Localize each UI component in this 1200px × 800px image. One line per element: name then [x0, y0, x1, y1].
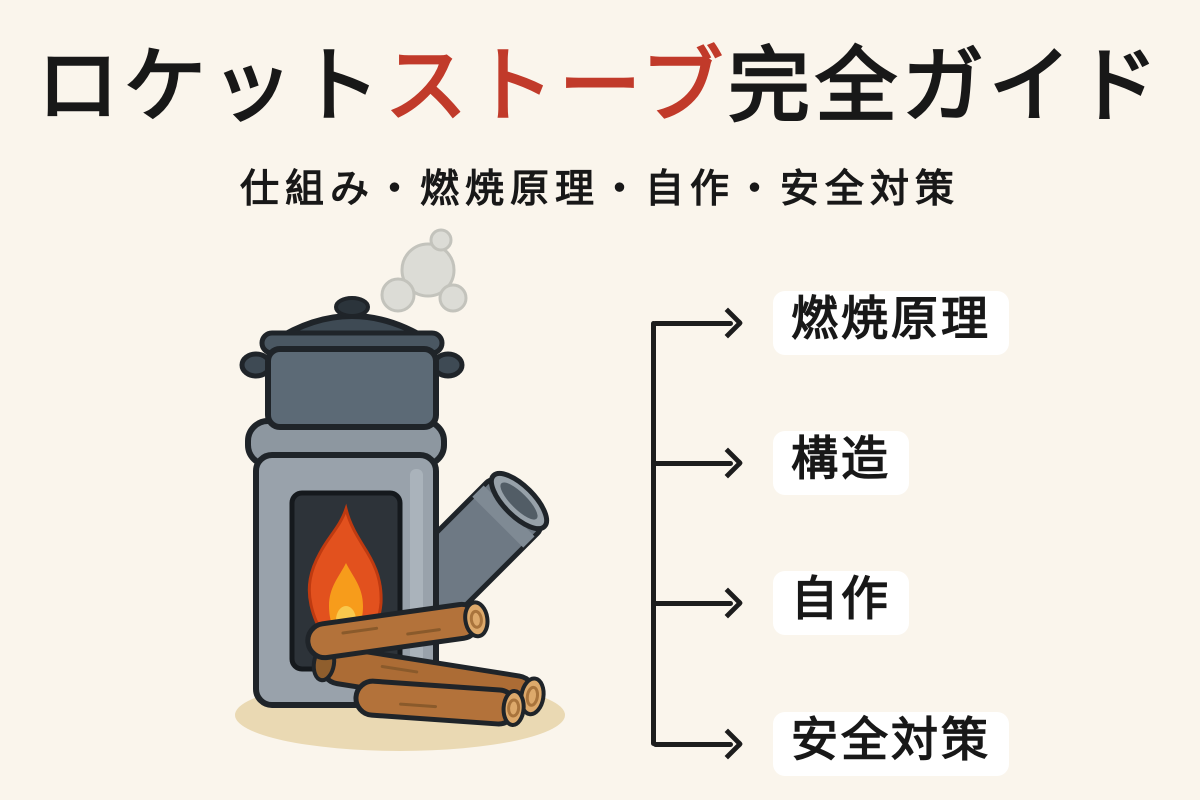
- branch-item: 自作: [653, 567, 909, 639]
- page-title: ロケットストーブ完全ガイド: [0, 38, 1200, 136]
- steam-icon: [380, 228, 468, 313]
- log: [305, 600, 490, 661]
- branch-item: 燃焼原理: [653, 287, 1009, 359]
- connector-arm: [653, 741, 733, 747]
- arrowhead-icon: [712, 307, 744, 339]
- rocket-stove-svg: [235, 228, 565, 751]
- arrowhead-icon: [712, 447, 744, 479]
- log: [353, 678, 526, 727]
- arrowhead-icon: [712, 587, 744, 619]
- firewood-logs: [305, 600, 546, 727]
- rocket-stove-illustration: [190, 225, 620, 770]
- title-segment-2: 完全ガイド: [728, 41, 1164, 132]
- connector-vertical-line: [651, 321, 656, 746]
- title-segment-1: ロケット: [36, 41, 385, 132]
- branch-item: 構造: [653, 427, 909, 499]
- branch-label-safety: 安全対策: [773, 711, 1009, 777]
- subtitle: 仕組み・燃焼原理・自作・安全対策: [239, 168, 960, 211]
- connector-arm: [653, 320, 733, 326]
- branch-label-combustion: 燃焼原理: [773, 290, 1009, 356]
- branch-label-diy: 自作: [773, 570, 909, 636]
- arrowhead-icon: [712, 728, 744, 760]
- connector-arm: [653, 600, 733, 606]
- cooking-pot: [239, 296, 465, 430]
- title-segment-accent: ストーブ: [384, 41, 729, 132]
- branch-label-structure: 構造: [773, 430, 909, 496]
- connector-arm: [653, 460, 733, 466]
- branch-item: 安全対策: [653, 708, 1009, 780]
